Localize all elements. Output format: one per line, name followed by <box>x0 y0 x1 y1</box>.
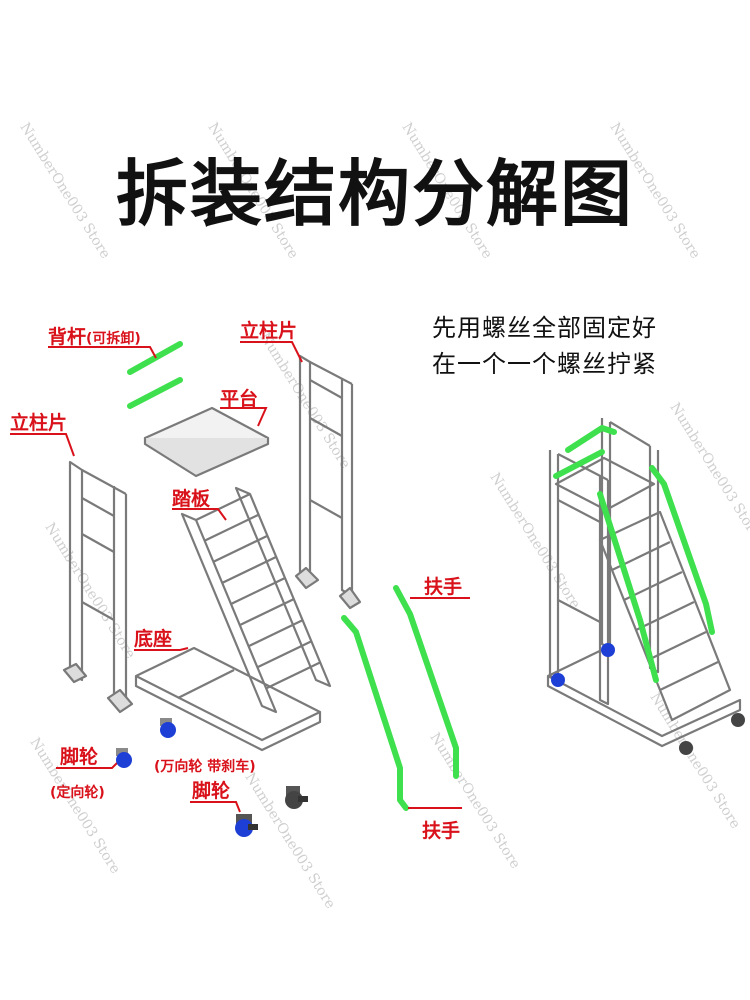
label-back-bar-text: 背杆 <box>48 326 87 348</box>
assembled-ladder <box>546 418 742 748</box>
caster-swivel-top <box>160 718 176 738</box>
label-handrail-bottom: 扶手 <box>422 820 461 842</box>
label-tread: 踏板 <box>172 488 211 510</box>
right-pillar-panel <box>294 354 362 610</box>
page-title: 拆装结构分解图 <box>115 152 634 236</box>
label-pillar-left: 立柱片 <box>10 412 68 434</box>
label-handrail-top: 扶手 <box>424 576 463 598</box>
label-platform: 平台 <box>220 388 259 410</box>
assembled-casters <box>551 643 745 755</box>
base-frame <box>134 646 322 752</box>
back-bar-lower <box>127 377 183 409</box>
label-caster-swivel-note: (万向轮 带刹车) <box>154 759 256 775</box>
label-base: 底座 <box>134 628 173 650</box>
label-caster-fixed-note: (定向轮) <box>50 785 105 801</box>
handrail-right <box>393 585 459 779</box>
tread-staircase <box>180 486 332 714</box>
label-caster-swivel: 脚轮 <box>192 780 231 802</box>
label-pillar-right: 立柱片 <box>240 320 298 342</box>
instruction-line-1: 先用螺丝全部固定好 <box>432 314 657 342</box>
caster-brake-left <box>235 814 258 837</box>
left-pillar-panel <box>62 460 134 714</box>
caster-brake-right <box>285 786 308 809</box>
label-back-bar-note: (可拆卸) <box>86 331 141 347</box>
caster-fixed <box>116 748 132 768</box>
handrail-left <box>341 615 409 811</box>
label-caster-fixed: 脚轮 <box>60 746 99 768</box>
instruction-line-2: 在一个一个螺丝拧紧 <box>432 350 657 378</box>
label-back-bar: 背杆(可拆卸) <box>48 322 141 349</box>
